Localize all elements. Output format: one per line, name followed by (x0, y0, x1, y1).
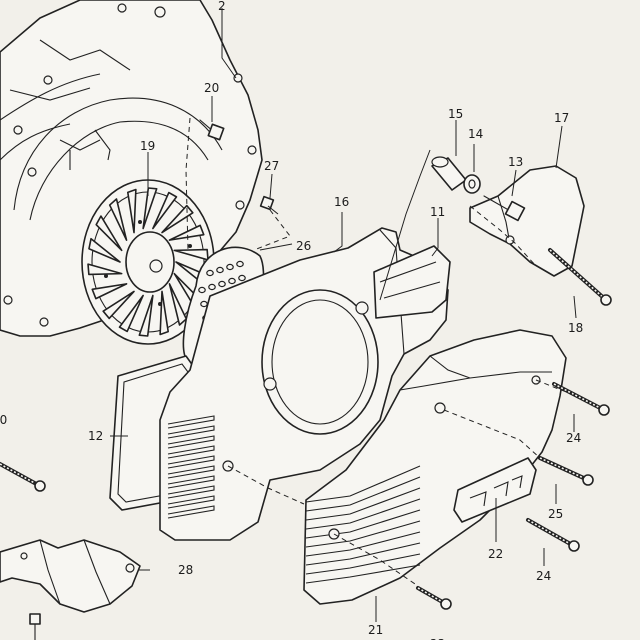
screen-hole (206, 269, 214, 277)
cover-fin (305, 520, 421, 548)
cover-fin (305, 476, 421, 512)
callout-11: 11 (430, 205, 445, 219)
screen-hole (200, 300, 208, 308)
screen-hole (236, 260, 244, 268)
screw-head (600, 294, 612, 306)
fan-blade (91, 283, 128, 300)
screen-hole (238, 274, 246, 282)
callout-18: 18 (568, 321, 583, 335)
shroud-fin (167, 475, 215, 489)
lower-bracket-part (0, 539, 141, 613)
callout-23: 23 (430, 637, 445, 640)
screw-head (440, 598, 452, 610)
callout-14: 14 (468, 127, 483, 141)
screen-hole (216, 266, 224, 274)
shroud-fin (167, 435, 215, 449)
callout-26: 26 (296, 239, 311, 253)
cylinder-cover-part (303, 329, 567, 605)
screw-23 (416, 586, 452, 610)
fan-blade (126, 188, 137, 234)
fan-blade (168, 224, 205, 241)
fan-blade (161, 204, 194, 234)
callout-labels: 2 20 19 27 26 16 11 15 14 13 17 18 24 12… (0, 0, 583, 640)
screw-24-lower (526, 518, 580, 552)
callout-19: 19 (140, 139, 155, 153)
screw-25 (538, 456, 594, 486)
shroud-fin (167, 485, 215, 499)
callout-22: 22 (488, 547, 503, 561)
shroud-fin (167, 495, 215, 509)
shroud-fin (167, 455, 215, 469)
callout-27: 27 (264, 159, 279, 173)
washer-14-part (463, 174, 481, 194)
screw-thread (527, 519, 575, 547)
callout-2: 2 (218, 0, 226, 13)
callout-24b: 24 (536, 569, 551, 583)
fan-blade (108, 198, 128, 241)
screw-10 (0, 462, 46, 492)
screen-hole (218, 280, 226, 288)
bolt-13-part (483, 195, 526, 222)
cover-fin (305, 509, 421, 539)
screen-hole (228, 277, 236, 285)
screen-hole (198, 286, 206, 294)
screw-thread (549, 249, 607, 301)
side-bracket-part (469, 165, 585, 277)
callout-28: 28 (178, 563, 193, 577)
callout-24a: 24 (566, 431, 581, 445)
fan-blade (138, 294, 154, 337)
screw-thread (553, 383, 605, 411)
shroud-fin (167, 415, 215, 429)
cover-fin (305, 553, 421, 575)
leader-lines (110, 8, 577, 622)
callout-12: 12 (88, 429, 103, 443)
shroud-fin (167, 445, 215, 459)
fan-blade (159, 290, 170, 336)
callout-16: 16 (334, 195, 349, 209)
fan-blade (87, 263, 123, 276)
screw-head (34, 480, 46, 492)
screen-hole (208, 283, 216, 291)
duct-part (373, 245, 451, 319)
callout-25: 25 (548, 507, 563, 521)
cover-fin (305, 531, 421, 557)
screw-thread (539, 457, 589, 481)
fan-blade (88, 237, 121, 263)
cover-fin (305, 487, 421, 521)
bolt-20-part (199, 119, 225, 141)
cover-fin (305, 498, 421, 530)
screw-shank (0, 462, 42, 488)
cover-fin (305, 542, 421, 566)
fan-blade (173, 248, 209, 261)
fan-blade (142, 187, 158, 230)
screw-head (598, 404, 610, 416)
screw-18 (548, 248, 612, 306)
fan-blade (118, 294, 144, 333)
shroud-fin (167, 425, 215, 439)
cover-fin (305, 564, 421, 584)
callout-13: 13 (508, 155, 523, 169)
fan-blade (168, 283, 188, 326)
shroud-fin (167, 505, 215, 519)
cover-fin (305, 465, 421, 503)
fan-blade (152, 191, 178, 230)
callout-15: 15 (448, 107, 463, 121)
callout-10: 10 (0, 413, 7, 427)
screw-head (582, 474, 594, 486)
callout-17: 17 (554, 111, 569, 125)
screw-27-part (259, 195, 279, 215)
screen-hole (226, 263, 234, 271)
shroud-fin (167, 465, 215, 479)
small-bolt-part (29, 613, 41, 640)
screw-24-upper (552, 382, 610, 416)
spacer-15-part (431, 156, 467, 191)
fan-blade (95, 215, 123, 252)
fan-blade (102, 290, 135, 320)
screw-head (568, 540, 580, 552)
callout-21: 21 (368, 623, 383, 637)
screw-thread (417, 587, 447, 605)
callout-20: 20 (204, 81, 219, 95)
